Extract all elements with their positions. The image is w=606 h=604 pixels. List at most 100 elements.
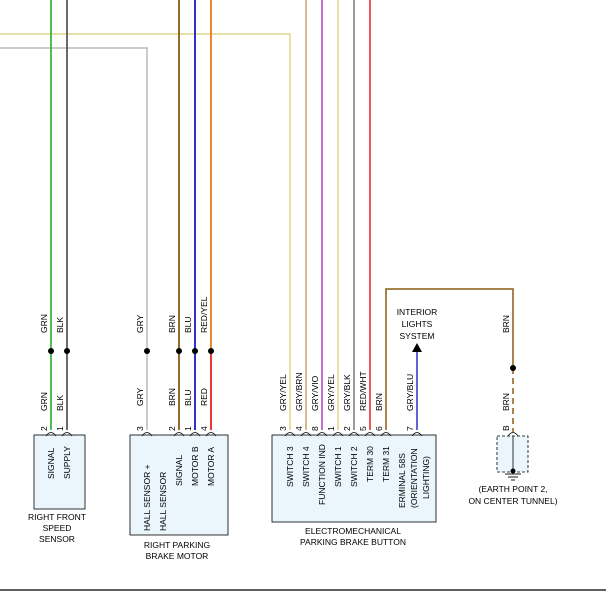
wire-label: GRY/VIO — [310, 375, 320, 411]
pin-number: 5 — [358, 426, 368, 431]
wire-label: GRY/YEL — [278, 374, 288, 411]
pin-label: SUPPLY — [62, 446, 72, 479]
wire-label: BLK — [55, 317, 65, 333]
caption-line: RIGHT FRONT — [28, 512, 86, 522]
pin-number: 7 — [405, 426, 415, 431]
caption-line: BRAKE MOTOR — [146, 551, 209, 561]
wire-label: GRY/BLK — [342, 374, 352, 411]
splice-dot-blu — [192, 348, 198, 354]
splice-dot-blk — [64, 348, 70, 354]
wire-label: BRN — [167, 315, 177, 333]
pin-label: ERMINAL 58S — [397, 453, 407, 508]
pin-arc — [141, 432, 153, 437]
brake-button-caption: ELECTROMECHANICAL PARKING BRAKE BUTTON — [300, 526, 406, 547]
pin-label: HALL SENSOR + — [142, 464, 152, 531]
pin-label: SWITCH 4 — [301, 446, 311, 487]
pin-arc — [189, 432, 201, 437]
pin-numbers: 2 1 3 2 1 4 3 4 8 1 2 5 6 7 B — [39, 425, 511, 431]
wire-label: GRY/BLU — [405, 374, 415, 411]
routed-wires — [0, 0, 514, 432]
splice-dot-brn — [176, 348, 182, 354]
pin-arc — [411, 432, 423, 437]
caption-line: (EARTH POINT 2, — [478, 484, 547, 494]
wire-label: BRN — [501, 393, 511, 411]
pin-label: TERM 31 — [381, 446, 391, 482]
pin-label: MOTOR B — [190, 446, 200, 486]
caption-line: ON CENTER TUNNEL) — [468, 496, 557, 506]
brake-motor-box — [129, 434, 229, 536]
pin-arc — [507, 432, 519, 437]
splice-dot-gry — [144, 348, 150, 354]
speed-sensor-box — [33, 434, 86, 510]
pin-number: 4 — [199, 426, 209, 431]
wire-label: RED/YEL — [199, 296, 209, 333]
pin-label: SIGNAL — [174, 455, 184, 486]
pin-arc — [332, 432, 344, 437]
pin-number: 1 — [326, 426, 336, 431]
caption-line: SYSTEM — [400, 331, 435, 341]
wire-label: RED/WHT — [358, 371, 368, 411]
pin-label: MOTOR A — [206, 447, 216, 486]
caption-line: SENSOR — [39, 534, 75, 544]
caption-line: RIGHT PARKING — [144, 540, 210, 550]
interior-lights-component[interactable]: INTERIOR LIGHTS SYSTEM — [397, 307, 438, 352]
ground-icon — [505, 473, 521, 481]
splice-dot-earth — [510, 365, 516, 371]
wire-label: BRN — [167, 388, 177, 406]
pin-arc — [61, 432, 73, 437]
caption-line: INTERIOR — [397, 307, 438, 317]
splice-dot-red — [208, 348, 214, 354]
pin-label: (ORIENTATION — [409, 448, 419, 508]
caption-line: ELECTROMECHANICAL — [305, 526, 401, 536]
wire-route-gry-yel — [0, 33, 291, 430]
brake-motor-component[interactable]: HALL SENSOR + HALL SENSOR SIGNAL MOTOR B… — [129, 432, 229, 536]
wire-labels-lower: GRN BLK GRY BRN BLU RED GRY/YEL GRY/BRN … — [39, 371, 511, 411]
wire-label: BRN — [501, 315, 511, 333]
earth-point-caption: (EARTH POINT 2, ON CENTER TUNNEL) — [468, 484, 557, 506]
wire-route-gry — [0, 47, 148, 350]
pin-arc — [284, 432, 296, 437]
pin-arc — [205, 432, 217, 437]
splice-dots — [48, 348, 516, 371]
wire-label: GRY — [135, 314, 145, 333]
earth-point-box — [496, 435, 529, 473]
pin-arc — [316, 432, 328, 437]
pin-number: 6 — [374, 426, 384, 431]
pin-number: 2 — [342, 426, 352, 431]
pin-number: 3 — [278, 426, 288, 431]
wire-label: BRN — [374, 393, 384, 411]
wire-label: RED — [199, 388, 209, 406]
pin-number: 4 — [294, 426, 304, 431]
wire-labels-upper: GRN BLK GRY BRN BLU RED/YEL BRN — [39, 296, 511, 333]
pin-number: 1 — [55, 426, 65, 431]
pin-label: HALL SENSOR — [158, 472, 168, 531]
pin-arc — [364, 432, 376, 437]
wire-label: GRY/BRN — [294, 372, 304, 411]
caption-line: LIGHTS — [402, 319, 433, 329]
pin-arc — [173, 432, 185, 437]
splice-dot-grn — [48, 348, 54, 354]
pin-arc — [380, 432, 392, 437]
wire-label: GRY/YEL — [326, 374, 336, 411]
speed-sensor-component[interactable]: SIGNAL SUPPLY — [33, 432, 86, 510]
pin-arc — [348, 432, 360, 437]
brake-button-box — [271, 434, 437, 523]
wire-label: BLU — [183, 316, 193, 333]
earth-point-component[interactable] — [496, 432, 529, 481]
caption-line: SPEED — [43, 523, 72, 533]
pin-arc — [300, 432, 312, 437]
pin-number: 2 — [39, 426, 49, 431]
wire-label: BLK — [55, 395, 65, 411]
pin-number: B — [501, 425, 511, 431]
brake-motor-caption: RIGHT PARKING BRAKE MOTOR — [144, 540, 210, 561]
brake-button-component[interactable]: SWITCH 3 SWITCH 4 FUNCTION IND SWITCH 1 … — [271, 432, 437, 523]
pin-label: SWITCH 1 — [333, 446, 343, 487]
arrow-up-icon — [412, 343, 422, 352]
wire-label: GRN — [39, 314, 49, 333]
pin-number: 3 — [135, 426, 145, 431]
pin-number: 8 — [310, 426, 320, 431]
wire-label: GRN — [39, 392, 49, 411]
pin-label: SWITCH 2 — [349, 446, 359, 487]
pin-arc — [45, 432, 57, 437]
